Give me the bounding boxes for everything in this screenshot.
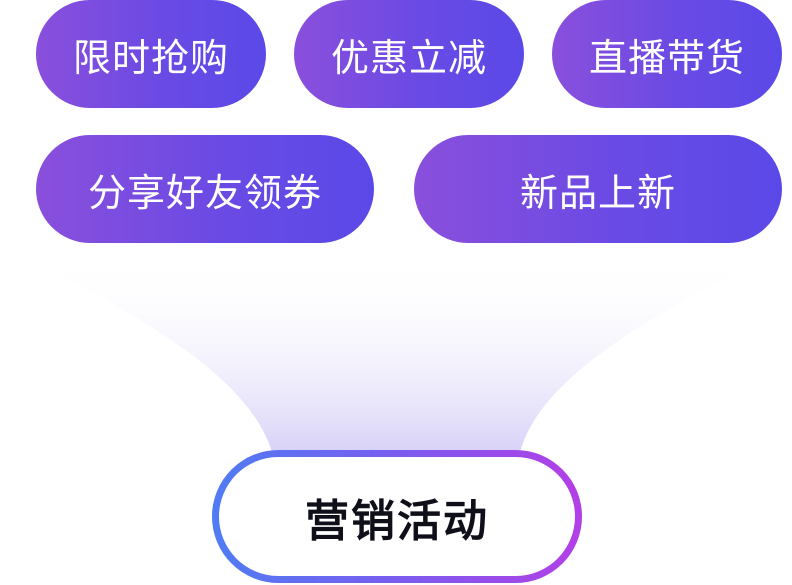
tag-live-selling[interactable]: 直播带货 — [552, 0, 782, 108]
tag-new-arrivals-label: 新品上新 — [519, 170, 676, 215]
tag-new-arrivals[interactable]: 新品上新 — [414, 135, 782, 243]
tag-flash-sale[interactable]: 限时抢购 — [36, 0, 266, 108]
tag-discount-label: 优惠立减 — [330, 35, 487, 80]
tag-flash-sale-label: 限时抢购 — [72, 35, 229, 80]
tag-share-coupon[interactable]: 分享好友领券 — [36, 135, 374, 243]
tag-live-selling-label: 直播带货 — [588, 35, 745, 80]
tag-discount[interactable]: 优惠立减 — [294, 0, 524, 108]
marketing-activity-button[interactable]: 营销活动 — [212, 450, 582, 583]
marketing-activity-label: 营销活动 — [305, 495, 489, 547]
marketing-activity-inner: 营销活动 — [219, 457, 575, 576]
tag-share-coupon-label: 分享好友领券 — [87, 170, 322, 215]
funnel-shape — [20, 255, 772, 452]
